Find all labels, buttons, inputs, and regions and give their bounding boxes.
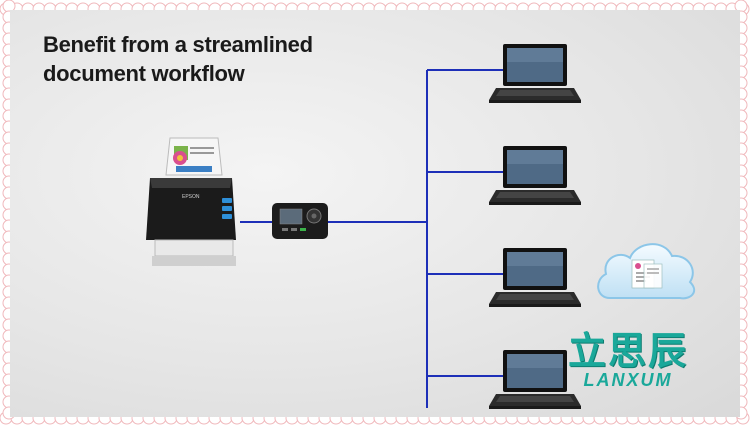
- laptop-icon: [489, 146, 581, 205]
- page-title: Benefit from a streamlined document work…: [43, 30, 363, 88]
- laptop-group: [489, 44, 581, 409]
- scanner-brand-label: EPSON: [182, 194, 200, 200]
- diagram-panel: [10, 10, 740, 417]
- title-line-1: Benefit from a streamlined: [43, 32, 313, 57]
- laptop-icon: [489, 350, 581, 409]
- network-interface-panel-icon: [272, 203, 328, 239]
- watermark-en-text: LANXUM: [583, 370, 673, 390]
- network-lines: [240, 69, 503, 408]
- scanner-icon: EPSON: [146, 137, 236, 266]
- cloud-document-icon: [592, 228, 702, 308]
- laptop-icon: [489, 248, 581, 307]
- lanxum-watermark: 立思辰 LANXUM: [548, 320, 708, 400]
- title-line-2: document workflow: [43, 61, 245, 86]
- laptop-icon: [489, 44, 581, 103]
- watermark-cn-text: 立思辰: [567, 329, 688, 373]
